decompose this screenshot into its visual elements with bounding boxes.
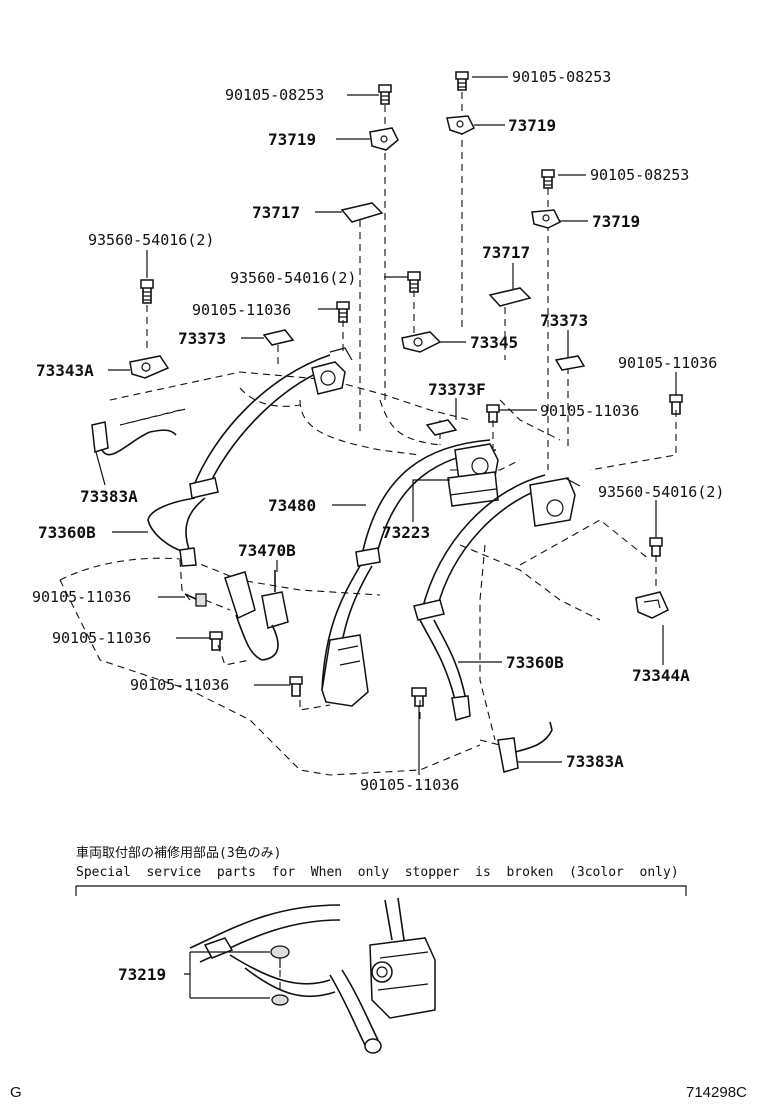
plate-73373-a: [262, 329, 295, 346]
callout-90105-08253-b: 90105-08253: [512, 68, 611, 86]
anchor-73345: [401, 331, 442, 353]
body-outline: [59, 371, 651, 776]
bolt-93560-left: [140, 279, 154, 304]
callout-90105-11036-a: 90105-11036: [192, 301, 291, 319]
callout-73360b-b: 73360B: [506, 653, 564, 672]
callout-90105-11036-d: 90105-11036: [32, 588, 131, 606]
callout-90105-11036-e: 90105-11036: [52, 629, 151, 647]
callout-73343a: 73343A: [36, 361, 94, 380]
callout-73717-a: 73717: [252, 203, 300, 222]
belt-center: [321, 439, 499, 707]
callout-73719-a: 73719: [268, 130, 316, 149]
plate-73373-b: [554, 355, 586, 371]
callout-93560-54016-a: 93560-54016(2): [88, 231, 214, 249]
callout-73345: 73345: [470, 333, 518, 352]
service-note: 車両取付部の補修用部品(3色のみ) Special service parts …: [75, 845, 687, 896]
bolt-upper-left: [378, 84, 392, 105]
callout-90105-11036-f: 90105-11036: [130, 676, 229, 694]
callout-90105-08253-c: 90105-08253: [590, 166, 689, 184]
callout-90105-08253-a: 90105-08253: [225, 86, 324, 104]
service-note-english: Special service parts for When only stop…: [76, 865, 679, 880]
diagram-code: 714298C: [686, 1084, 747, 1101]
service-note-japanese: 車両取付部の補修用部品(3色のみ): [76, 845, 281, 861]
cover-73717-right: [488, 287, 532, 307]
cover-73719-center: [446, 115, 476, 135]
bolt-90105-11036-e: [209, 631, 223, 651]
belt-right: [413, 474, 581, 721]
callout-73219: 73219: [118, 965, 166, 984]
callout-73373-a: 73373: [178, 329, 226, 348]
callout-73360b-a: 73360B: [38, 523, 96, 542]
bolt-90105-11036-g: [411, 687, 427, 707]
assembly-lines: [119, 92, 677, 746]
leader-lines: [95, 76, 677, 775]
callout-90105-11036-b: 90105-11036: [618, 354, 717, 372]
belt-left-outer: [147, 347, 353, 567]
cover-73717-left: [340, 202, 384, 223]
callout-73219-group: 73219: [118, 951, 270, 999]
footer-left-code: G: [10, 1084, 22, 1101]
bolt-upper-center: [455, 71, 469, 91]
callout-93560-54016-b: 93560-54016(2): [230, 269, 356, 287]
bolt-90105-11036-a: [336, 301, 350, 323]
callout-93560-54016-c: 93560-54016(2): [598, 483, 724, 501]
cover-73719-right: [531, 209, 562, 229]
bolt-upper-right: [541, 169, 555, 189]
callout-73470b: 73470B: [238, 541, 296, 560]
callout-73373f: 73373F: [428, 380, 486, 399]
callout-73373-b: 73373: [540, 311, 588, 330]
bolt-93560-center: [407, 271, 421, 293]
callout-73383a-b: 73383A: [566, 752, 624, 771]
callout-73344a: 73344A: [632, 666, 690, 685]
callout-73717-b: 73717: [482, 243, 530, 262]
callout-73719-c: 73719: [592, 212, 640, 231]
harness-73383a-right: [497, 721, 553, 773]
bolt-90105-11036-f: [289, 676, 303, 697]
cover-73719-left: [369, 127, 399, 151]
anchor-73344a: [635, 591, 669, 619]
bolt-90105-11036-b: [486, 404, 500, 423]
callout-73480: 73480: [268, 496, 316, 515]
bolt-93560-right: [649, 537, 663, 557]
stopper-detail-view: [189, 897, 436, 1054]
callout-73223: 73223: [382, 523, 430, 542]
plate-73373f: [425, 419, 458, 436]
bolt-90105-11036-d: [184, 593, 207, 607]
buckle-73470b: [224, 570, 289, 661]
callout-73383a-a: 73383A: [80, 487, 138, 506]
callout-90105-11036-g: 90105-11036: [360, 776, 459, 794]
callout-73719-b: 73719: [508, 116, 556, 135]
anchor-73343a: [129, 355, 170, 379]
harness-73383a-left: [91, 421, 177, 456]
callout-90105-11036-c: 90105-11036: [540, 402, 639, 420]
callout-labels: 90105-08253 90105-08253 73719 73719 9010…: [32, 68, 724, 794]
